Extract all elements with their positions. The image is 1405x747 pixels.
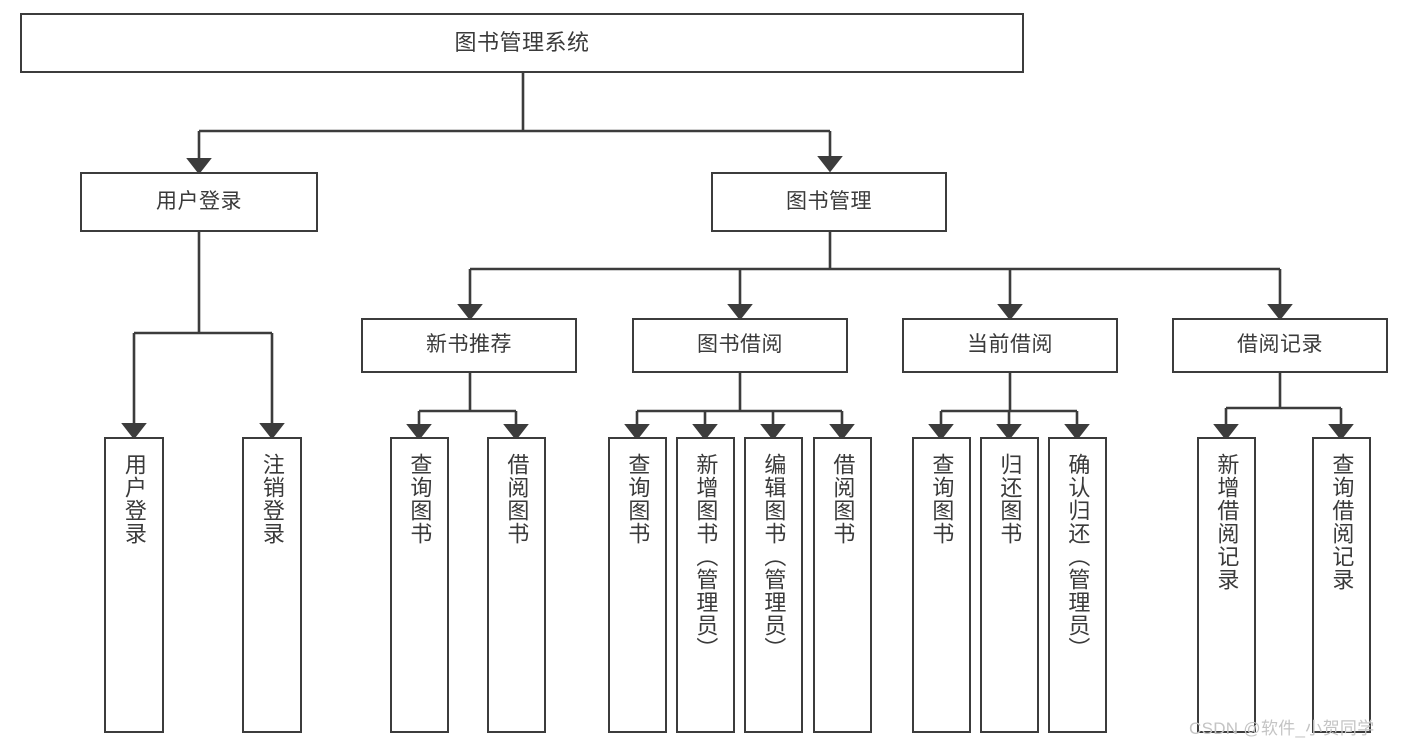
node-label: 新增借阅记录 (1214, 453, 1240, 591)
node-label: 查询图书 (929, 453, 955, 545)
node-label: 借阅记录 (1237, 333, 1323, 357)
node-label: 用户登录 (121, 453, 147, 545)
node-label: 查询图书 (407, 453, 433, 545)
leaf-borrow-book[interactable]: 借阅图书 (813, 437, 872, 733)
node-label: 用户登录 (156, 189, 242, 213)
node-label: 图书管理 (786, 189, 872, 213)
watermark-text: CSDN @软件_小贺同学 (1189, 719, 1375, 738)
node-borrow-records[interactable]: 借阅记录 (1172, 318, 1388, 373)
node-root-system[interactable]: 图书管理系统 (20, 13, 1024, 73)
node-new-book-recommend[interactable]: 新书推荐 (361, 318, 577, 373)
leaf-confirm-return-admin[interactable]: 确认归还（管理员） (1048, 437, 1107, 733)
node-book-management[interactable]: 图书管理 (711, 172, 947, 232)
leaf-add-borrow-record[interactable]: 新增借阅记录 (1197, 437, 1256, 733)
node-label: 借阅图书 (830, 453, 856, 545)
leaf-logout[interactable]: 注销登录 (242, 437, 302, 733)
leaf-query-borrow-record[interactable]: 查询借阅记录 (1312, 437, 1371, 733)
node-user-login[interactable]: 用户登录 (80, 172, 318, 232)
node-label: 归还图书 (997, 453, 1023, 545)
node-label: 图书借阅 (697, 333, 783, 357)
leaf-return-book[interactable]: 归还图书 (980, 437, 1039, 733)
node-label: 新书推荐 (426, 333, 512, 357)
node-label: 注销登录 (259, 453, 285, 545)
leaf-query-book-borrow[interactable]: 查询图书 (608, 437, 667, 733)
leaf-edit-book-admin[interactable]: 编辑图书（管理员） (744, 437, 803, 733)
node-label: 借阅图书 (504, 453, 530, 545)
node-label: 查询图书 (625, 453, 651, 545)
node-label: 确认归还（管理员） (1065, 453, 1091, 660)
leaf-borrow-book-recommend[interactable]: 借阅图书 (487, 437, 546, 733)
node-label: 新增图书（管理员） (693, 453, 719, 660)
node-label: 查询借阅记录 (1329, 453, 1355, 591)
node-label: 当前借阅 (967, 333, 1053, 357)
node-current-borrow[interactable]: 当前借阅 (902, 318, 1118, 373)
leaf-user-login[interactable]: 用户登录 (104, 437, 164, 733)
leaf-add-book-admin[interactable]: 新增图书（管理员） (676, 437, 735, 733)
leaf-query-book-current[interactable]: 查询图书 (912, 437, 971, 733)
leaf-query-book-recommend[interactable]: 查询图书 (390, 437, 449, 733)
node-label: 编辑图书（管理员） (761, 453, 787, 660)
node-label: 图书管理系统 (454, 30, 590, 56)
node-book-borrow[interactable]: 图书借阅 (632, 318, 848, 373)
